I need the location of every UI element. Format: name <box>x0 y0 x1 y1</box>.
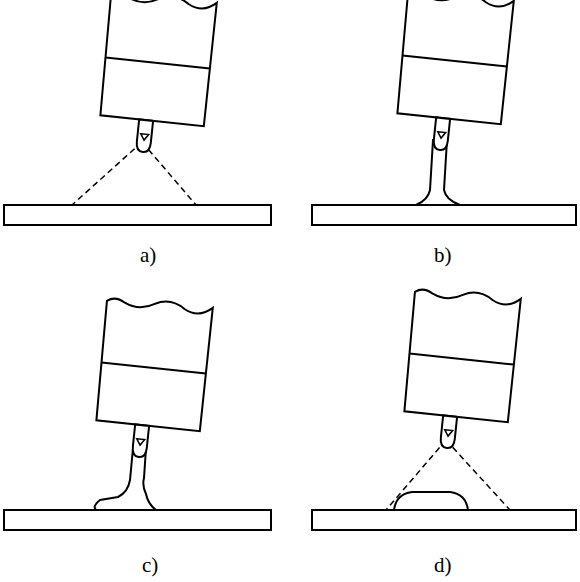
panel-label: a) <box>140 245 156 266</box>
torch-b <box>392 0 514 205</box>
torch-a <box>72 0 217 205</box>
torch-d <box>386 286 521 510</box>
panel-label: b) <box>434 245 452 266</box>
torch-c <box>91 295 213 510</box>
base-plates <box>4 205 576 530</box>
panel-label: d) <box>434 555 452 576</box>
panel-label: c) <box>142 555 158 576</box>
